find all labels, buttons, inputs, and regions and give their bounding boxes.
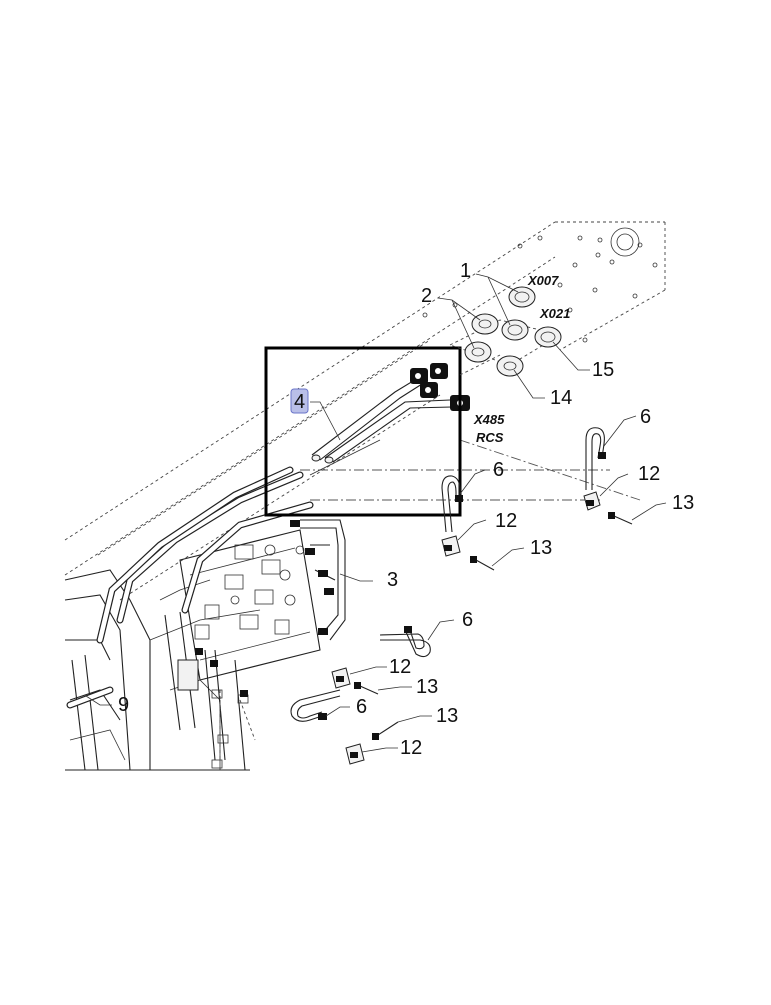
label-x021: X021 xyxy=(539,306,570,321)
highlight-frame xyxy=(264,346,462,517)
label-x007: X007 xyxy=(527,273,559,288)
bolt-13d xyxy=(372,721,399,740)
bolt-13a xyxy=(608,512,633,525)
hose-assembly-4 xyxy=(311,363,470,464)
ring-14 xyxy=(496,355,524,377)
hose-fittings-cluster xyxy=(195,520,334,697)
u-bracket-6d xyxy=(290,689,341,722)
label-item-3: 3 xyxy=(387,569,398,591)
item-4-highlight xyxy=(290,388,309,414)
label-item-13d: 13 xyxy=(436,705,458,727)
label-x485: X485 xyxy=(473,412,505,427)
label-item-12b: 12 xyxy=(495,510,517,532)
nut-1b xyxy=(501,319,529,341)
washer-2b xyxy=(464,341,492,363)
label-item-13a: 13 xyxy=(672,492,694,514)
clamp-12b xyxy=(441,535,461,557)
hoses xyxy=(66,439,381,709)
label-item-6b: 6 xyxy=(493,459,504,481)
label-item-15: 15 xyxy=(592,359,614,381)
label-item-2: 2 xyxy=(421,285,432,307)
connector-labels: X007 X021 X485 RCS xyxy=(473,273,570,445)
label-item-6a: 6 xyxy=(640,406,651,428)
u-bracket-6a xyxy=(585,427,606,490)
clamp-12c xyxy=(331,667,351,689)
label-item-12c: 12 xyxy=(389,656,411,678)
label-item-1: 1 xyxy=(460,260,471,282)
nut-15 xyxy=(534,326,562,348)
machine-body-left xyxy=(64,529,321,771)
label-rcs: RCS xyxy=(476,430,504,445)
label-item-4: 4 xyxy=(294,391,305,413)
chassis-frame xyxy=(64,221,666,601)
connector-panel xyxy=(448,286,562,377)
label-item-12a: 12 xyxy=(638,463,660,485)
label-item-6c: 6 xyxy=(462,609,473,631)
bolt-13b xyxy=(470,556,495,571)
label-item-13c: 13 xyxy=(416,676,438,698)
label-item-14: 14 xyxy=(550,387,572,409)
u-bracket-6b xyxy=(441,475,463,533)
nut-1a xyxy=(508,286,536,308)
leader-lines xyxy=(85,273,667,753)
u-bracket-6c xyxy=(379,626,431,658)
bolt-13c xyxy=(354,682,379,695)
item-labels: 1 2 3 4 6 6 6 6 9 12 12 12 12 13 13 13 1… xyxy=(118,260,694,759)
label-item-6d: 6 xyxy=(356,696,367,718)
label-item-9: 9 xyxy=(118,694,129,716)
label-item-13b: 13 xyxy=(530,537,552,559)
label-item-12d: 12 xyxy=(400,737,422,759)
clamp-12d xyxy=(345,743,365,765)
clamp-12a xyxy=(583,491,601,511)
